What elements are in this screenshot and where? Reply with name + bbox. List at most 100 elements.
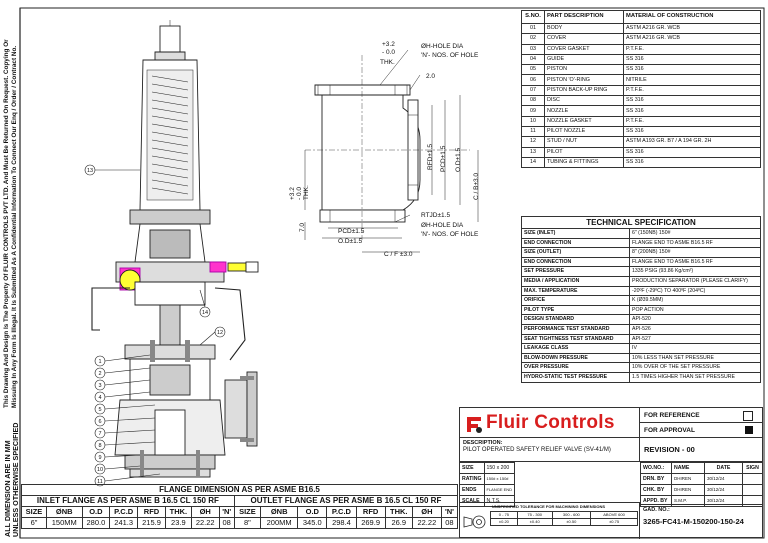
- cell: 14: [521, 156, 545, 169]
- cell: 08: [521, 95, 545, 107]
- cell: SS 316: [623, 53, 761, 66]
- balloon-5: 5: [98, 407, 101, 413]
- spec-key: OVER PRESSURE: [521, 362, 630, 373]
- spec-value: FLANGE END TO ASME B16.5 RF: [629, 256, 761, 268]
- cell: 12: [521, 136, 545, 148]
- cell: 01: [521, 22, 545, 35]
- cell: 07: [521, 84, 545, 97]
- spec-key: MAX. TEMPERATURE: [521, 285, 630, 297]
- balloon-14: 14: [202, 310, 208, 316]
- dim-od-right: O.D±1.5: [455, 147, 462, 172]
- left-thk-2: - 0.0: [296, 187, 303, 200]
- flange-header: O.D: [297, 506, 328, 518]
- flange-header: RFD: [355, 506, 386, 518]
- balloon-10: 10: [97, 467, 103, 473]
- spec-key: END CONNECTION: [521, 256, 630, 268]
- wo-label: WO.NO.:: [640, 462, 672, 474]
- cell: PISTON BACK-UP RING: [544, 84, 624, 97]
- spec-value: -20ºF (-29ºC) TO 400ºF (204ºC): [629, 285, 761, 297]
- flange-dimension-table: FLANGE DIMENSION AS PER ASME B16.5 INLET…: [21, 484, 459, 529]
- spec-key: END CONNECTION: [521, 237, 630, 249]
- cell: DISC: [544, 95, 624, 107]
- cell: 11: [521, 125, 545, 138]
- cell: SS 316: [623, 156, 761, 169]
- approval-checkbox-checked[interactable]: [745, 426, 753, 434]
- dim-7: 7.0: [299, 223, 306, 232]
- spec-key: BLOW-DOWN PRESSURE: [521, 352, 630, 364]
- flange-header: SIZE: [233, 506, 262, 518]
- tol-range: ABOVE 600: [590, 511, 638, 519]
- description-label: DESCRIPTION:: [463, 440, 503, 446]
- flange-header: O.D: [81, 506, 111, 518]
- balloon-3: 3: [98, 383, 101, 389]
- spec-value: 10% LESS THAN SET PRESSURE: [629, 352, 761, 364]
- left-thk-1: +3.2: [289, 187, 296, 200]
- spec-value: API-527: [629, 333, 761, 345]
- cell: SS 316: [623, 125, 761, 138]
- drawn-by-date: 30/12/24: [704, 473, 743, 485]
- dim-rfd: RFD±1.5: [427, 144, 434, 170]
- spec-title: TECHNICAL SPECIFICATION: [521, 216, 761, 229]
- spec-key: ORIFICE: [521, 295, 630, 306]
- spec-key: SEAT TIGHTNESS TEST STANDARD: [521, 333, 630, 345]
- dim-pcd-right: PCD±1.5: [440, 145, 447, 172]
- flange-cell: 08: [218, 517, 235, 529]
- parts-header-desc: PART DESCRIPTION: [544, 10, 624, 24]
- flange-cell: 241.3: [109, 517, 139, 529]
- drawn-by-name: DHIREN: [671, 473, 705, 485]
- flange-cell: 150MM: [45, 517, 83, 529]
- logo-icon: [467, 417, 482, 433]
- flange-header: P.C.D: [326, 506, 357, 518]
- table-row: MAX. TEMPERATURE-20ºF (-29ºC) TO 400ºF (…: [521, 285, 761, 297]
- dim-od-bottom: O.D±1.5: [338, 238, 363, 245]
- parts-header-material: MATERIAL OF CONSTRUCTION: [623, 10, 761, 24]
- spec-key: LEAKAGE CLASS: [521, 343, 630, 354]
- name-header: NAME: [671, 462, 705, 474]
- flange-cell: 200MM: [259, 517, 299, 529]
- table-row: SIZE (OUTLET)8" (200NB) 150#: [521, 247, 761, 258]
- reference-checkbox[interactable]: [743, 411, 753, 421]
- spec-value: 8" (200NB) 150#: [629, 247, 761, 258]
- flange-header: ØNB: [45, 506, 83, 518]
- date-header: DATE: [704, 462, 743, 474]
- dim-2: 2.0: [426, 73, 435, 80]
- spec-value: API-526: [629, 323, 761, 335]
- gad-number: 3265-FC41-M-150200-150-24: [643, 517, 744, 526]
- flange-header: ØNB: [259, 506, 299, 518]
- brand-logo: Fluir Controls: [460, 408, 640, 438]
- checked-by-sign: [742, 484, 763, 496]
- spec-value: FLANGE END TO ASME B16.5 RF: [629, 237, 761, 249]
- spec-key: SIZE (OUTLET): [521, 247, 630, 258]
- cell: 13: [521, 146, 545, 158]
- flange-cell: 269.9: [355, 517, 386, 529]
- for-approval-label: FOR APPROVAL: [644, 427, 695, 434]
- scale-value: N.T.S.: [483, 495, 516, 507]
- drawn-by-sign: [742, 473, 763, 485]
- for-reference-row: FOR REFERENCE: [640, 408, 763, 423]
- flange-header: THK.: [164, 506, 192, 518]
- spec-value: API-520: [629, 314, 761, 325]
- cell: PISTON 'O'-RING: [544, 74, 624, 86]
- outlet-flange-title: OUTLET FLANGE AS PER ASME B 16.5 CL 150 …: [233, 495, 459, 507]
- tol-range: 0 - 75: [490, 511, 518, 519]
- top-thk-1: +3.2: [382, 41, 395, 48]
- balloon-4: 4: [98, 395, 101, 401]
- table-row: SIZE (INLET)6" (150NB) 150#: [521, 228, 761, 239]
- cell: 06: [521, 74, 545, 86]
- tolerance-table: 0 - 75 75 - 300 300 - 600 ABOVE 600 ±0.2…: [490, 511, 638, 526]
- spec-key: MEDIA / APPLICATION: [521, 275, 630, 287]
- flange-header: ØH: [190, 506, 220, 518]
- cell: P.T.F.E.: [623, 84, 761, 97]
- cell: GUIDE: [544, 53, 624, 66]
